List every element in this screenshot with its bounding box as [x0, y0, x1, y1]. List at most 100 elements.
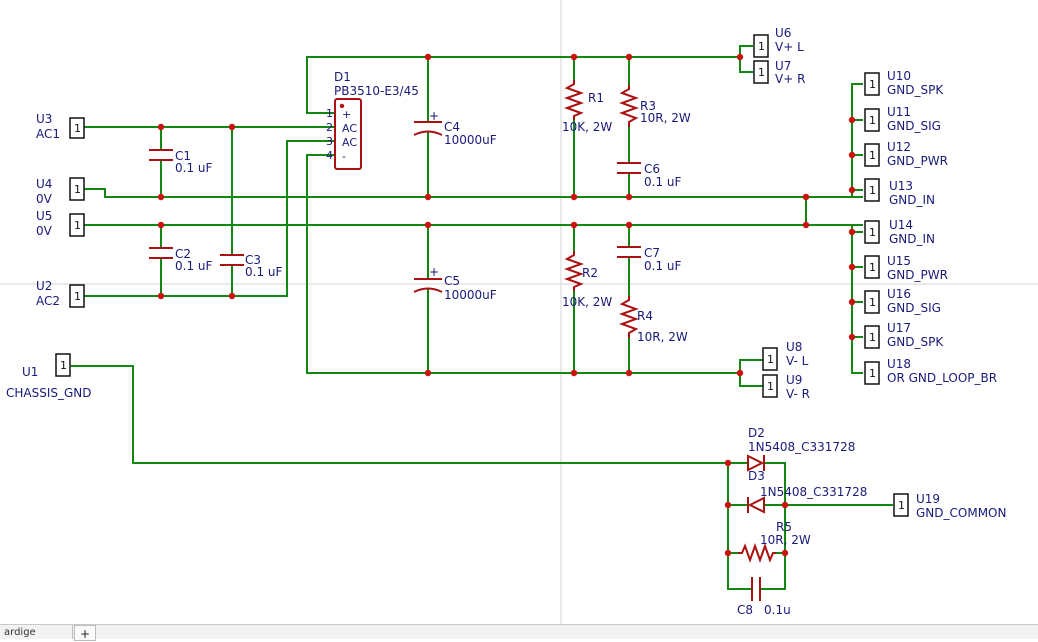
c6-value-label: 0.1 uF [644, 175, 682, 189]
u15-ref-label: U15 [887, 254, 911, 268]
u10-net-label: GND_SPK [887, 83, 944, 97]
r1-value-label: 10K, 2W [562, 120, 612, 134]
svg-text:1: 1 [869, 367, 876, 380]
resistor-r4[interactable]: R4 10R, 2W [619, 296, 688, 344]
svg-text:1: 1 [767, 380, 774, 393]
u12-ref-label: U12 [887, 140, 911, 154]
u18-ref-label: U18 [887, 357, 911, 371]
u11-net-label: GND_SIG [887, 119, 941, 133]
c4-value-label: 10000uF [444, 133, 497, 147]
resistor-r3[interactable]: R3 10R, 2W [619, 85, 691, 127]
connector-u17[interactable]: 1 U17 GND_SPK [864, 321, 944, 349]
connector-u6[interactable]: 1 U6 V+ L [753, 26, 804, 58]
r4-value-label: 10R, 2W [637, 330, 688, 344]
connector-u18[interactable]: 1 U18 OR GND_LOOP_BR [864, 357, 997, 385]
resistor-r1[interactable]: R1 10K, 2W [562, 80, 612, 134]
connector-u19[interactable]: 1 U19 GND_COMMON [893, 492, 1006, 520]
c4-plus-sign: + [429, 109, 439, 123]
u2-net-label: AC2 [36, 294, 60, 308]
capacitor-c4[interactable]: + C4 10000uF [413, 109, 497, 147]
u4-ref-label: U4 [36, 177, 52, 191]
svg-text:1: 1 [869, 78, 876, 91]
connector-u3[interactable]: 1 U3 AC1 [36, 112, 85, 141]
d1-pin-number: 1 [326, 107, 333, 120]
c2-ref-label: C2 [175, 247, 191, 261]
connector-u15[interactable]: 1 U15 GND_PWR [864, 254, 948, 282]
connector-u14[interactable]: 1 U14 GND_IN [864, 218, 935, 246]
capacitor-c7[interactable]: C7 0.1 uF [617, 246, 682, 273]
u19-net-label: GND_COMMON [916, 506, 1006, 520]
u7-ref-label: U7 [775, 59, 791, 73]
bridge-rectifier-d1[interactable]: D1 PB3510-E3/45 1 2 3 4 + AC AC - [326, 70, 419, 170]
u6-net-label: V+ L [775, 40, 804, 54]
d1-pin-name: AC [342, 136, 357, 149]
svg-text:1: 1 [758, 66, 765, 79]
r4-ref-label: R4 [637, 309, 653, 323]
capacitor-c8[interactable]: C8 0.1u [737, 577, 791, 617]
capacitor-c2[interactable]: C2 0.1 uF [149, 247, 213, 273]
svg-text:1: 1 [60, 359, 67, 372]
sheet-tab-bar: ardige + [0, 624, 1038, 641]
c7-ref-label: C7 [644, 246, 660, 260]
connector-u5[interactable]: 1 U5 0V [36, 209, 85, 238]
resistor-r2[interactable]: R2 10K, 2W [562, 251, 612, 309]
sheet-tab[interactable]: ardige [0, 625, 73, 639]
d1-pin-name: AC [342, 122, 357, 135]
capacitor-c3[interactable]: C3 0.1 uF [220, 253, 283, 279]
d3-ref-label: D3 [748, 469, 765, 483]
c1-ref-label: C1 [175, 149, 191, 163]
u1-ref-label: U1 [22, 365, 38, 379]
d2-ref-label: D2 [748, 426, 765, 440]
diode-d2[interactable]: D2 1N5408_C331728 [747, 426, 855, 472]
resistor-r5[interactable]: R5 10R, 2W [738, 520, 811, 563]
u16-net-label: GND_SIG [887, 301, 941, 315]
connector-u8[interactable]: 1 U8 V- L [762, 340, 809, 371]
svg-text:1: 1 [758, 40, 765, 53]
c8-ref-label: C8 [737, 603, 753, 617]
r3-value-label: 10R, 2W [640, 111, 691, 125]
schematic-canvas[interactable]: 1 U3 AC1 1 U4 0V 1 U5 0V 1 U2 AC2 1 U1 C… [0, 0, 1038, 624]
capacitor-c1[interactable]: C1 0.1 uF [149, 149, 213, 175]
connector-u2[interactable]: 1 U2 AC2 [36, 279, 85, 308]
diode-d3[interactable]: D3 1N5408_C331728 [747, 469, 867, 514]
svg-text:1: 1 [767, 353, 774, 366]
c3-value-label: 0.1 uF [245, 265, 283, 279]
connector-u12[interactable]: 1 U12 GND_PWR [864, 140, 948, 168]
d1-ref-label: D1 [334, 70, 351, 84]
u16-ref-label: U16 [887, 287, 911, 301]
junctions [157, 53, 856, 557]
connector-u7[interactable]: 1 U7 V+ R [753, 59, 805, 86]
d3-value-label: 1N5408_C331728 [760, 485, 867, 499]
connector-u1[interactable]: 1 U1 CHASSIS_GND [6, 353, 92, 400]
u19-ref-label: U19 [916, 492, 940, 506]
svg-text:1: 1 [74, 219, 81, 232]
add-sheet-button[interactable]: + [74, 625, 96, 641]
c4-ref-label: C4 [444, 120, 460, 134]
connector-u16[interactable]: 1 U16 GND_SIG [864, 287, 941, 315]
connector-u10[interactable]: 1 U10 GND_SPK [864, 69, 944, 97]
u17-net-label: GND_SPK [887, 335, 944, 349]
d1-value-label: PB3510-E3/45 [334, 84, 419, 98]
svg-text:1: 1 [869, 149, 876, 162]
u1-net-label: CHASSIS_GND [6, 386, 92, 400]
connector-u13[interactable]: 1 U13 GND_IN [864, 178, 935, 207]
c8-value-label: 0.1u [764, 603, 791, 617]
u17-ref-label: U17 [887, 321, 911, 335]
connector-u9[interactable]: 1 U9 V- R [762, 373, 810, 401]
u10-ref-label: U10 [887, 69, 911, 83]
svg-text:1: 1 [869, 296, 876, 309]
c5-value-label: 10000uF [444, 288, 497, 302]
d1-pin-name: - [342, 150, 346, 163]
u3-ref-label: U3 [36, 112, 52, 126]
d1-pin-number: 4 [326, 149, 333, 162]
capacitor-c6[interactable]: C6 0.1 uF [617, 162, 682, 189]
connector-u11[interactable]: 1 U11 GND_SIG [864, 105, 941, 133]
u11-ref-label: U11 [887, 105, 911, 119]
u3-net-label: AC1 [36, 127, 60, 141]
connector-u4[interactable]: 1 U4 0V [36, 177, 85, 206]
capacitor-c5[interactable]: + C5 10000uF [413, 265, 497, 302]
u9-net-label: V- R [786, 387, 810, 401]
svg-text:1: 1 [869, 331, 876, 344]
c3-ref-label: C3 [245, 253, 261, 267]
r1-ref-label: R1 [588, 91, 604, 105]
